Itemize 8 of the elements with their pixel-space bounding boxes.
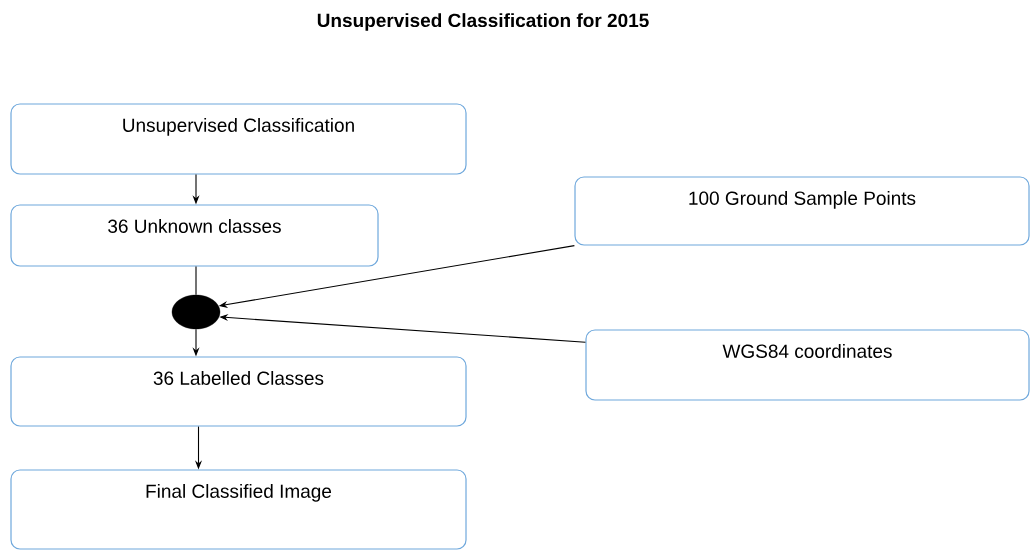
process-box: Unsupervised Classification <box>10 103 467 175</box>
process-box: 100 Ground Sample Points <box>574 176 1030 246</box>
process-box: WGS84 coordinates <box>585 329 1030 401</box>
process-box: Final Classified Image <box>10 469 467 550</box>
title: Unsupervised Classification for 2015 <box>317 13 649 31</box>
process-box: 36 Unknown classes <box>10 204 379 267</box>
junction-dot <box>171 294 221 330</box>
process-box: 36 Labelled Classes <box>10 356 467 427</box>
